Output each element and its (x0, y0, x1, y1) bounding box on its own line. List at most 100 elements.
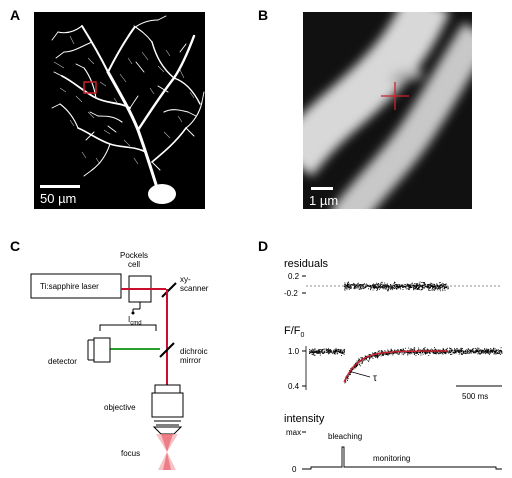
ff0-tick-top: 1.0 (288, 347, 300, 356)
residual-point (446, 286, 448, 288)
ff0-point (401, 349, 403, 351)
ff0-point (391, 350, 392, 351)
ff0-point (350, 371, 352, 373)
ff0-point (404, 352, 406, 354)
intensity-tick-max: max (286, 428, 302, 437)
ff0-point (313, 354, 315, 356)
ff0-point (321, 350, 322, 352)
ff0-point (498, 351, 500, 352)
residual-point (354, 284, 355, 286)
residual-point (386, 284, 388, 285)
residual-point (427, 285, 429, 287)
ff0-point (312, 353, 314, 355)
ff0-point (320, 350, 322, 352)
ff0-point (476, 350, 477, 352)
ff0-point (311, 351, 313, 352)
residual-point (416, 286, 418, 288)
residual-point (429, 284, 431, 286)
residual-point (397, 287, 398, 288)
ff0-point (382, 351, 384, 353)
ff0-point (314, 350, 316, 352)
residual-point (399, 284, 401, 286)
ff0-point (409, 352, 410, 354)
residual-point (405, 286, 407, 288)
residual-point (346, 285, 348, 286)
ff0-point (320, 351, 322, 353)
ff0-point (336, 349, 338, 351)
icmd-bracket (99, 324, 157, 331)
residual-point (379, 288, 380, 290)
ff0-point (432, 352, 434, 354)
residual-point (384, 286, 386, 288)
bleaching-label: bleaching (328, 432, 363, 441)
ff0-point (310, 351, 312, 353)
residual-point (447, 286, 449, 288)
ff0-point (467, 351, 469, 353)
residual-point (358, 282, 359, 284)
ff0-point (372, 356, 373, 358)
intensity-tick-zero: 0 (292, 465, 297, 474)
ff0-point (435, 353, 437, 355)
ff0-point (413, 352, 414, 353)
residual-point (408, 289, 410, 291)
residual-point (422, 285, 424, 287)
ff0-point (450, 354, 451, 355)
ff0-point (377, 351, 379, 353)
ff0-point (470, 351, 472, 353)
ff0-point (337, 352, 338, 354)
ff0-point (458, 353, 460, 355)
ff0-point (424, 348, 425, 350)
residual-point (347, 285, 349, 287)
ff0-point (490, 348, 492, 349)
residual-point (422, 286, 423, 288)
residual-point (386, 286, 388, 288)
ff0-point (471, 350, 473, 352)
ff0-point (485, 352, 487, 354)
ff0-point (445, 352, 447, 354)
ff0-point (481, 350, 483, 352)
residual-point (344, 283, 346, 285)
residual-point (346, 288, 348, 290)
residual-point (424, 283, 425, 285)
residual-point (377, 286, 379, 288)
ff0-point (343, 349, 345, 351)
ff0-point (399, 352, 400, 354)
residual-point (399, 286, 401, 288)
residual-point (433, 287, 434, 288)
residual-point (389, 286, 391, 288)
ff0-point (336, 350, 338, 352)
residual-point (407, 285, 408, 287)
ff0-point (484, 351, 485, 353)
dendrite-zoom-image: 1 µm (303, 12, 472, 209)
ff0-point (425, 353, 427, 354)
ff0-point (487, 348, 489, 350)
ff0-point (478, 350, 480, 352)
ff0-point (450, 354, 452, 355)
ff0-point (455, 351, 457, 353)
ff0-point (439, 349, 441, 351)
ff0-point (350, 372, 352, 373)
residual-point (411, 286, 413, 288)
residual-point (346, 285, 348, 287)
residual-point (440, 284, 442, 285)
residual-point (427, 287, 428, 289)
ff0-point (323, 348, 325, 350)
ff0-point (332, 352, 334, 353)
ff0-point (413, 348, 415, 350)
panel-label-a: A (10, 7, 21, 23)
ff0-point (400, 349, 402, 351)
ff0-point (394, 352, 396, 354)
residual-point (437, 289, 439, 291)
ff0-point (366, 358, 368, 360)
residual-point (439, 285, 440, 287)
residual-point (416, 285, 418, 287)
residual-point (403, 286, 405, 288)
residual-point (355, 285, 357, 287)
residual-point (379, 283, 381, 285)
dichroic-label: dichroic mirror (180, 347, 208, 365)
residual-point (435, 287, 437, 289)
ff0-point (391, 348, 392, 350)
residual-point (390, 287, 391, 289)
residual-point (429, 287, 430, 289)
ff0-point (352, 368, 354, 370)
